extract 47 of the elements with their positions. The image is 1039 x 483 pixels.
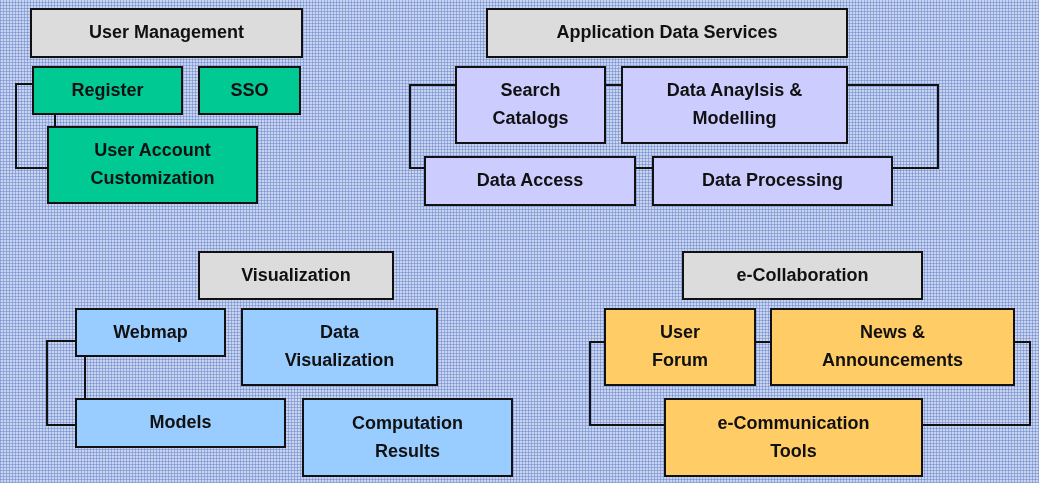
module-label: Webmap (113, 320, 188, 344)
connector-line (922, 341, 1031, 426)
module-box (424, 156, 636, 206)
connector-line (755, 341, 771, 343)
connector-line (589, 341, 665, 426)
module-label: Computation Results (351, 411, 464, 463)
module-box (621, 66, 848, 144)
module-label: Data Processing (701, 169, 844, 193)
module-label: Models (149, 411, 212, 435)
module-box (198, 66, 301, 115)
connector-line (15, 83, 48, 169)
module-label: Application Data Services (556, 21, 778, 45)
connector-line (847, 84, 939, 169)
module-box (75, 308, 226, 357)
module-label: Data Visualization (283, 321, 396, 372)
connector-line (635, 167, 653, 169)
module-label: SSO (230, 78, 269, 102)
group-heading-box (198, 251, 394, 300)
module-label: Register (71, 78, 144, 102)
connector-line (84, 356, 86, 399)
module-box (652, 156, 893, 206)
connector-line (54, 114, 56, 127)
module-box (32, 66, 183, 115)
module-label: User Management (88, 21, 245, 45)
connector-line (409, 84, 456, 169)
group-heading-box (30, 8, 303, 58)
module-box (47, 126, 258, 204)
module-label: e-Collaboration (736, 263, 869, 287)
module-label: e-Communication Tools (716, 411, 871, 463)
module-box (302, 398, 513, 477)
module-label: News & Announcements (821, 321, 964, 372)
group-heading-box (486, 8, 848, 58)
group-heading-box (682, 251, 923, 300)
module-label: Search Catalogs (491, 79, 570, 130)
module-box (455, 66, 606, 144)
module-box (664, 398, 923, 477)
module-label: Data Anaylsis & Modelling (665, 79, 804, 130)
module-box (604, 308, 756, 386)
module-label: Data Access (476, 169, 584, 193)
connector-line (46, 340, 76, 426)
connector-line (605, 84, 622, 86)
module-box (241, 308, 438, 386)
module-box (75, 398, 286, 448)
module-label: User Forum (651, 321, 709, 372)
module-label: Visualization (241, 263, 351, 287)
module-label: User Account Customization (89, 139, 216, 190)
module-box (770, 308, 1015, 386)
